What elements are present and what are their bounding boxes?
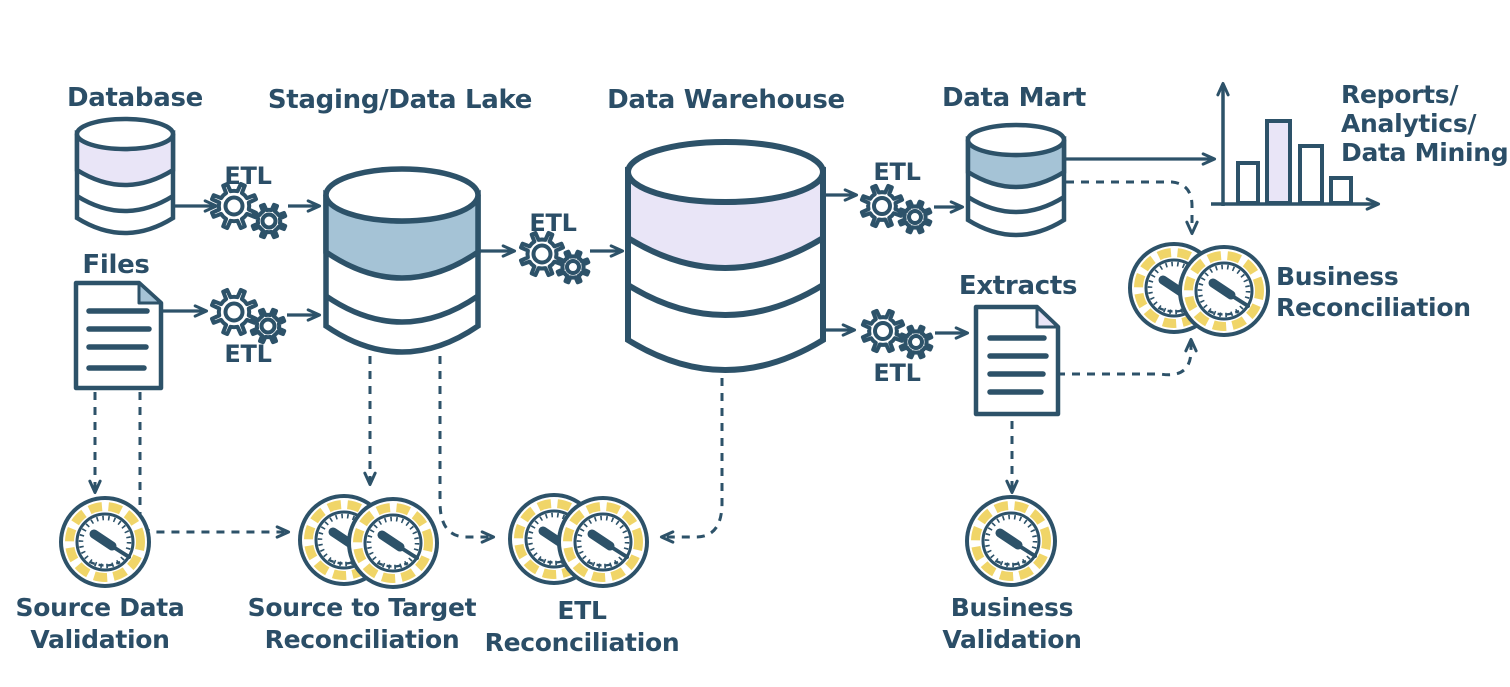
- extracts-document-icon: [973, 304, 1061, 417]
- etl-gears-icon-staging-warehouse: [519, 231, 591, 285]
- data-mart-cylinder-icon: [965, 122, 1067, 238]
- warehouse-cylinder-icon: [625, 139, 826, 373]
- business-validation-gauge-icon: [967, 497, 1055, 585]
- etl-label-db-staging: ETL: [224, 162, 272, 190]
- etl-reconciliation-label: ETL Reconciliation: [484, 596, 680, 657]
- dashed-arrow-extracts-to-business-reconciliation: [1057, 337, 1198, 377]
- source-to-target-label: Source to Target Reconciliation: [247, 593, 477, 654]
- data-mart-label: Data Mart: [941, 83, 1087, 113]
- etl-label-staging-wh: ETL: [529, 209, 577, 237]
- database-label: Database: [67, 83, 203, 113]
- dashed-arrow-files-to-source-to-target: [138, 392, 291, 539]
- warehouse-label: Data Warehouse: [607, 85, 845, 115]
- dashed-arrow-warehouse-to-etl-reconciliation: [659, 378, 724, 544]
- etl-label-wh-mart: ETL: [873, 158, 921, 186]
- business-reconciliation-gauges-icon: [1130, 244, 1268, 335]
- etl-gears-icon-db-staging: [210, 182, 288, 240]
- database-cylinder-icon: [74, 116, 176, 236]
- files-label: Files: [82, 250, 150, 280]
- business-validation-label: Business Validation: [942, 593, 1082, 654]
- staging-cylinder-icon: [323, 166, 481, 355]
- business-reconciliation-label: Business Reconciliation: [1276, 262, 1471, 322]
- solid-flow-arrows: [163, 152, 1217, 340]
- source-data-validation-label: Source Data Validation: [15, 593, 185, 654]
- staging-label: Staging/Data Lake: [267, 85, 533, 115]
- dashed-arrow-data-mart-to-business-reconciliation: [1066, 180, 1199, 236]
- etl-gears-icon-warehouse-mart: [859, 183, 933, 235]
- etl-reconciliation-gauges-icon: [510, 495, 647, 586]
- extracts-label: Extracts: [958, 271, 1078, 301]
- source-to-target-gauges-icon: [300, 496, 437, 587]
- reports-label: Reports/ Analytics/ Data Mining: [1341, 80, 1509, 167]
- files-document-icon: [73, 280, 164, 391]
- etl-gears-icon-warehouse-extracts: [860, 308, 934, 360]
- etl-label-files-staging: ETL: [224, 340, 272, 368]
- source-data-validation-gauge-icon: [61, 498, 149, 586]
- etl-label-wh-extracts: ETL: [873, 359, 921, 387]
- reports-bar-chart-icon: [1211, 81, 1381, 211]
- dashed-arrow-staging-to-etl-reconciliation: [438, 356, 496, 544]
- etl-gears-icon-files-staging: [210, 288, 287, 345]
